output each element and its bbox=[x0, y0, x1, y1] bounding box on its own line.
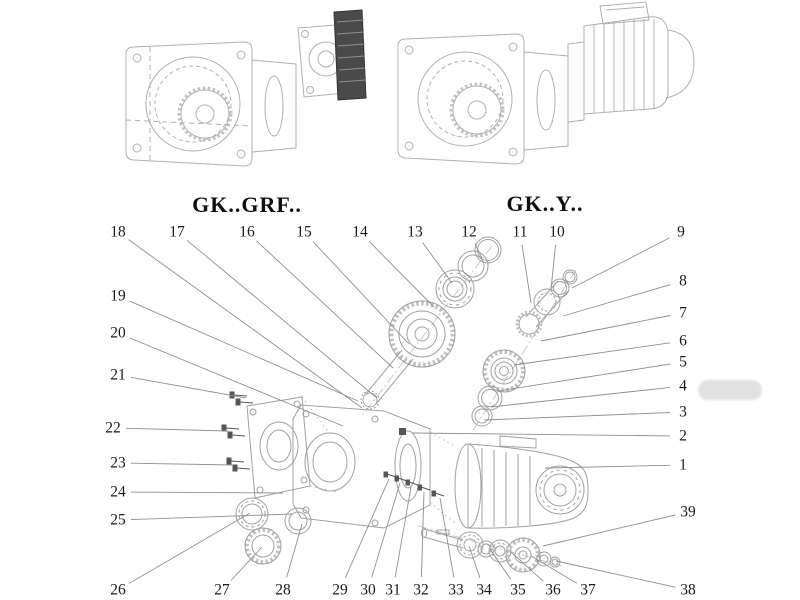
callout-number-34: 34 bbox=[476, 581, 492, 599]
callout-leader-21 bbox=[130, 376, 247, 399]
fastener-bolts-left bbox=[221, 391, 254, 472]
watermark-smudge bbox=[698, 380, 762, 400]
callout-number-21: 21 bbox=[110, 366, 126, 384]
callout-leader-15 bbox=[312, 241, 410, 345]
callout-leader-2 bbox=[411, 432, 671, 437]
exploded-view-drawing bbox=[221, 236, 589, 573]
callout-leader-37 bbox=[530, 555, 578, 584]
callout-number-30: 30 bbox=[360, 581, 376, 599]
callout-number-37: 37 bbox=[580, 581, 596, 599]
housing-drawing bbox=[292, 396, 457, 529]
callout-number-14: 14 bbox=[352, 223, 368, 241]
callout-number-3: 3 bbox=[679, 403, 687, 421]
exploded-input-pinion bbox=[515, 269, 578, 338]
callout-number-1: 1 bbox=[679, 456, 687, 474]
callout-leader-1 bbox=[544, 464, 671, 469]
gky-product-drawing bbox=[397, 1, 695, 165]
callout-number-18: 18 bbox=[110, 223, 126, 241]
callout-number-28: 28 bbox=[275, 581, 291, 599]
callout-leader-33 bbox=[439, 497, 455, 578]
callout-leader-23 bbox=[130, 462, 234, 466]
callout-leader-39 bbox=[542, 514, 676, 547]
callout-leader-27 bbox=[230, 546, 263, 581]
callout-number-26: 26 bbox=[110, 581, 126, 599]
motor-top-drawing bbox=[567, 1, 695, 123]
callout-leader-13 bbox=[422, 242, 453, 284]
callout-number-13: 13 bbox=[407, 223, 423, 241]
input-cover-dark-drawing bbox=[333, 9, 367, 101]
callout-leader-4 bbox=[490, 386, 671, 408]
callout-number-31: 31 bbox=[385, 581, 401, 599]
fastener-bolts-motor bbox=[383, 471, 445, 497]
callout-number-17: 17 bbox=[169, 223, 185, 241]
callout-leader-12 bbox=[474, 243, 483, 259]
callout-number-38: 38 bbox=[680, 581, 696, 599]
exploded-output-shaft bbox=[421, 528, 561, 573]
callout-number-11: 11 bbox=[512, 223, 528, 241]
callout-leader-18 bbox=[128, 239, 363, 409]
callout-leader-26 bbox=[128, 512, 251, 584]
callout-leader-5 bbox=[497, 363, 671, 392]
exploded-motor-drawing bbox=[454, 435, 589, 529]
callout-leader-16 bbox=[256, 240, 394, 369]
callout-leader-7 bbox=[540, 315, 671, 342]
callout-number-36: 36 bbox=[545, 581, 561, 599]
callout-number-20: 20 bbox=[110, 324, 126, 342]
callout-number-15: 15 bbox=[296, 223, 312, 241]
callout-number-25: 25 bbox=[110, 511, 126, 529]
callout-number-5: 5 bbox=[679, 353, 687, 371]
callout-leader-14 bbox=[368, 240, 435, 308]
callout-leader-38 bbox=[555, 560, 676, 588]
callout-leader-8 bbox=[562, 284, 671, 317]
callout-leader-35 bbox=[489, 548, 512, 580]
callout-leader-19 bbox=[129, 300, 359, 402]
callout-number-7: 7 bbox=[679, 304, 687, 322]
callout-leader-3 bbox=[483, 412, 671, 421]
callout-leader-29 bbox=[344, 478, 390, 579]
callout-number-29: 29 bbox=[332, 581, 348, 599]
callout-number-35: 35 bbox=[510, 581, 526, 599]
callout-number-27: 27 bbox=[214, 581, 230, 599]
callout-number-2: 2 bbox=[679, 427, 687, 445]
callout-number-22: 22 bbox=[105, 419, 121, 437]
callout-leader-34 bbox=[468, 545, 481, 578]
callout-number-12: 12 bbox=[461, 223, 477, 241]
callout-number-8: 8 bbox=[679, 272, 687, 290]
callout-leader-25 bbox=[130, 513, 294, 521]
callout-leader-30 bbox=[371, 482, 401, 578]
variant-label-gky: GK..Y.. bbox=[506, 191, 584, 216]
callout-leader-20 bbox=[129, 337, 344, 427]
variant-label-gkgrf: GK..GRF.. bbox=[192, 192, 302, 217]
callout-number-4: 4 bbox=[679, 377, 687, 395]
seal-rings-drawing bbox=[235, 497, 312, 565]
exploded-gear-unit bbox=[360, 236, 502, 410]
callout-number-9: 9 bbox=[677, 223, 685, 241]
callout-number-39: 39 bbox=[680, 503, 696, 521]
callout-leader-9 bbox=[571, 237, 670, 289]
callout-leader-10 bbox=[550, 244, 557, 290]
callout-number-16: 16 bbox=[239, 223, 255, 241]
callout-leader-28 bbox=[286, 523, 303, 578]
callout-number-24: 24 bbox=[110, 483, 126, 501]
callout-number-33: 33 bbox=[448, 581, 464, 599]
gkgrf-product-drawing bbox=[125, 9, 367, 167]
callout-leader-17 bbox=[186, 239, 378, 399]
callout-leader-32 bbox=[420, 491, 425, 578]
callout-leader-31 bbox=[394, 486, 412, 578]
callout-number-10: 10 bbox=[549, 223, 565, 241]
callout-leader-22 bbox=[125, 427, 229, 432]
exploded-intermediate-gear bbox=[471, 349, 526, 427]
callout-leader-36 bbox=[510, 551, 544, 582]
callout-number-6: 6 bbox=[679, 332, 687, 350]
callout-number-19: 19 bbox=[110, 287, 126, 305]
callout-leader-11 bbox=[521, 244, 532, 304]
callout-leader-24 bbox=[130, 491, 284, 494]
callout-number-32: 32 bbox=[413, 581, 429, 599]
callout-number-23: 23 bbox=[110, 454, 126, 472]
callout-leader-6 bbox=[513, 342, 671, 366]
